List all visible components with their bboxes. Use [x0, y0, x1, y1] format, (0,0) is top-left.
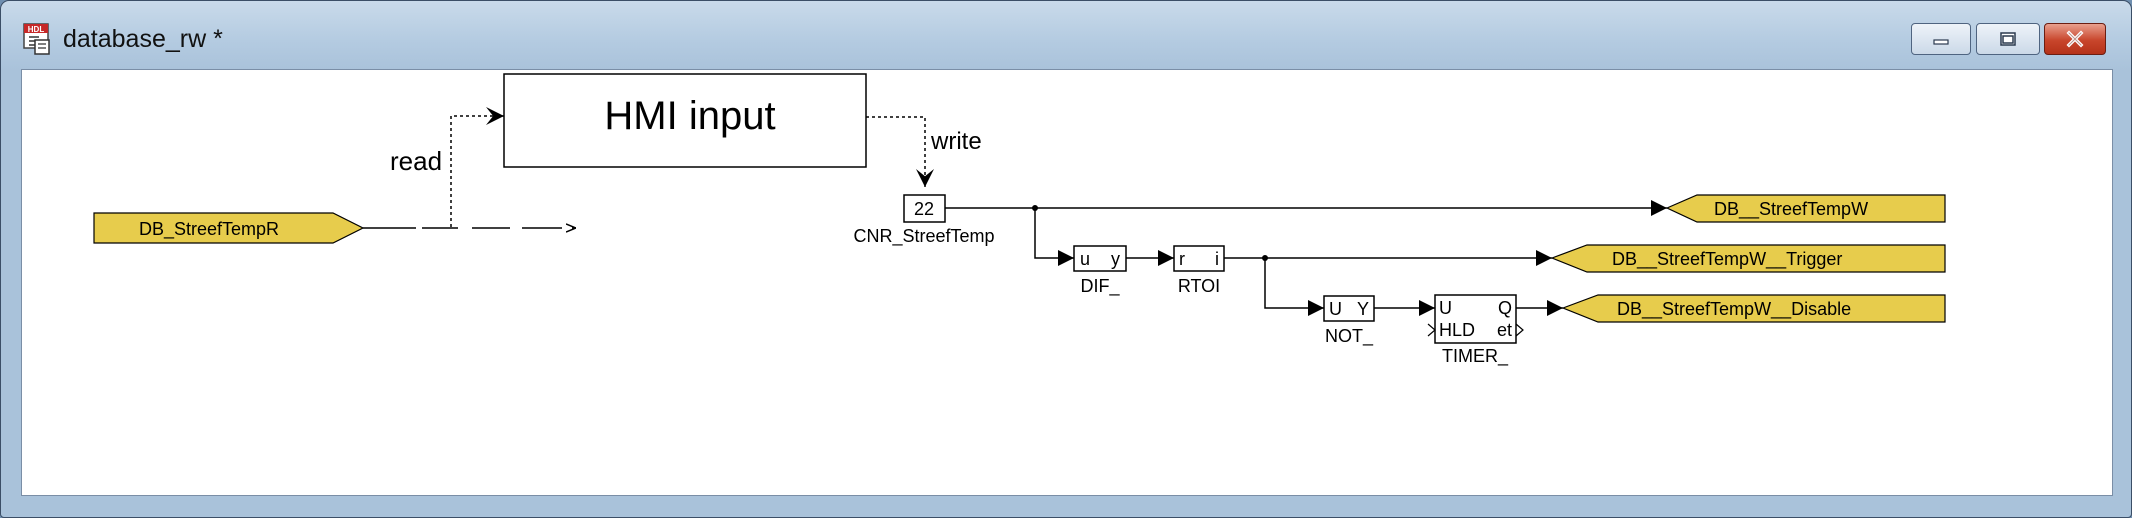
app-icon-text: HDL [28, 25, 45, 34]
read-label: read [390, 146, 442, 176]
write-label: write [930, 128, 982, 155]
rtoi-input-label: r [1179, 249, 1185, 269]
function-block-diagram: HMI input read write DB_StreefTempR [93, 73, 1946, 367]
hmi-block-label: HMI input [604, 94, 775, 138]
output-tag-streeftempw[interactable]: DB__StreefTempW [1665, 194, 1946, 223]
not-block[interactable]: U Y NOT_ [1323, 295, 1375, 347]
junction-dot [1262, 255, 1268, 261]
timer-block[interactable]: U Q HLD et TIMER_ [1427, 294, 1524, 367]
timer-input-hld-label: HLD [1439, 320, 1475, 340]
close-button[interactable] [2044, 23, 2106, 55]
not-output-label: Y [1357, 299, 1369, 319]
window-title: database_rw * [63, 25, 223, 53]
not-block-name: NOT_ [1325, 326, 1374, 347]
dif-block[interactable]: u y DIF_ [1073, 245, 1127, 297]
constant-name: CNR_StreefTemp [853, 226, 994, 247]
dif-output-label: y [1111, 249, 1120, 269]
close-icon [2066, 30, 2084, 48]
write-link[interactable]: write [866, 116, 982, 187]
timer-block-name: TIMER_ [1442, 346, 1509, 367]
output-tag-streeftempw-trigger[interactable]: DB__StreefTempW__Trigger [1550, 244, 1946, 273]
constant-value: 22 [914, 199, 934, 219]
maximize-button[interactable] [1976, 23, 2040, 55]
title-bar[interactable]: HDL database_rw * [1, 1, 2131, 71]
dif-block-name: DIF_ [1080, 276, 1120, 297]
output-tag-streeftempw-disable[interactable]: DB__StreefTempW__Disable [1561, 294, 1946, 323]
output-tag-w-label: DB__StreefTempW [1714, 199, 1868, 220]
hdl-app-icon: HDL [23, 23, 50, 55]
timer-input-u-label: U [1439, 298, 1452, 318]
minimize-button[interactable] [1911, 23, 1971, 55]
not-input-label: U [1329, 299, 1342, 319]
timer-output-q-label: Q [1498, 298, 1512, 318]
rtoi-block[interactable]: r i RTOI [1173, 245, 1225, 296]
constant-block[interactable]: 22 CNR_StreefTemp [853, 194, 995, 247]
output-tag-trigger-label: DB__StreefTempW__Trigger [1612, 249, 1842, 270]
wires [945, 200, 1667, 316]
rtoi-block-name: RTOI [1178, 276, 1220, 296]
read-link[interactable]: read [390, 107, 504, 227]
output-tag-disable-label: DB__StreefTempW__Disable [1617, 299, 1851, 320]
timer-port-markers [1427, 323, 1524, 337]
junction-dot [1032, 205, 1038, 211]
minimize-icon [1933, 39, 1949, 45]
input-tag-label: DB_StreefTempR [139, 219, 279, 240]
diagram-canvas[interactable]: HMI input read write DB_StreefTempR [21, 69, 2113, 496]
dif-input-label: u [1080, 249, 1090, 269]
rtoi-output-label: i [1215, 249, 1219, 269]
restore-icon [2000, 32, 2016, 46]
hmi-input-block[interactable]: HMI input [503, 73, 867, 168]
input-tag-db-streeftempr[interactable]: DB_StreefTempR [93, 212, 365, 244]
timer-output-et-label: et [1497, 320, 1512, 340]
